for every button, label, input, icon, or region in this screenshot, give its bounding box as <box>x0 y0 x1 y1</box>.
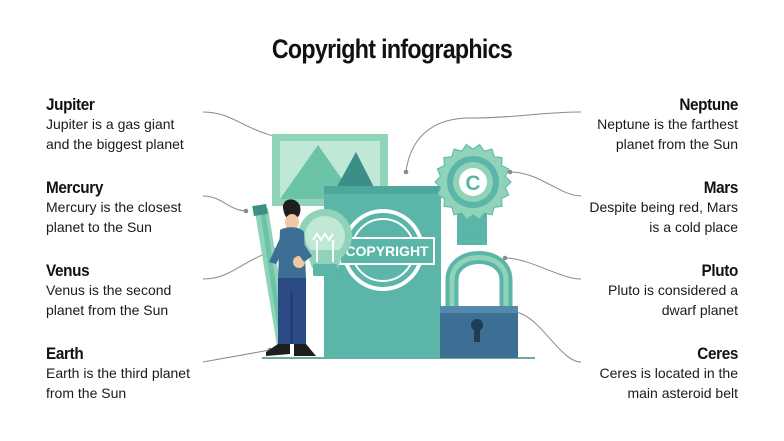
item-text-line: Jupiter is a gas giant <box>46 116 175 132</box>
info-item-ceres: Ceres Ceres is located in the main aster… <box>523 344 738 403</box>
item-heading: Mars <box>703 178 739 197</box>
item-text-line: Despite being red, Mars <box>589 199 738 215</box>
connector-neptune <box>405 111 582 173</box>
info-item-mars: Mars Despite being red, Mars is a cold p… <box>523 178 738 237</box>
info-item-pluto: Pluto Pluto is considered a dwarf planet <box>523 261 738 320</box>
item-text-line: Ceres is located in the <box>599 365 738 381</box>
padlock-icon <box>440 251 518 358</box>
connector-mercury <box>202 195 247 212</box>
item-text-line: Earth is the third planet <box>46 365 190 381</box>
item-text-line: main asteroid belt <box>627 384 738 401</box>
badge-symbol: C <box>465 172 480 195</box>
item-text-line: Venus is the second <box>46 282 172 298</box>
connector-ceres <box>514 311 582 363</box>
copyright-stamp-icon: COPYRIGHT <box>339 209 435 291</box>
item-heading: Neptune <box>679 95 738 114</box>
stamp-label: COPYRIGHT <box>345 243 429 259</box>
item-text-line: Pluto is considered a <box>608 282 738 298</box>
item-text-line: dwarf planet <box>661 301 738 318</box>
page-title: Copyright infographics <box>271 34 513 64</box>
person-figure <box>266 199 316 356</box>
lightbulb-icon <box>298 209 352 276</box>
copyright-badge-icon: C <box>434 143 512 245</box>
item-heading: Ceres <box>697 344 738 363</box>
item-heading: Venus <box>46 261 90 280</box>
item-heading: Pluto <box>701 261 739 280</box>
item-text-line: from the Sun <box>46 384 127 401</box>
info-item-venus: Venus Venus is the second planet from th… <box>46 261 261 320</box>
info-item-mercury: Mercury Mercury is the closest planet to… <box>46 178 261 237</box>
connector-earth <box>202 349 271 363</box>
item-heading: Earth <box>46 344 84 363</box>
item-text-line: planet to the Sun <box>46 218 152 235</box>
info-item-earth: Earth Earth is the third planet from the… <box>46 344 261 403</box>
item-text-line: Neptune is the farthest <box>597 116 738 132</box>
item-heading: Mercury <box>46 178 104 197</box>
item-heading: Jupiter <box>46 95 95 114</box>
connector-mars <box>509 171 582 197</box>
document-icon <box>324 186 441 358</box>
item-text-line: and the biggest planet <box>46 135 184 152</box>
info-item-jupiter: Jupiter Jupiter is a gas giant and the b… <box>46 95 261 154</box>
item-text-line: Mercury is the closest <box>46 199 182 215</box>
info-item-neptune: Neptune Neptune is the farthest planet f… <box>523 95 738 154</box>
item-text-line: planet from the Sun <box>615 135 738 152</box>
item-text-line: is a cold place <box>649 218 738 235</box>
connector-pluto <box>504 257 582 280</box>
item-text-line: planet from the Sun <box>46 301 169 318</box>
